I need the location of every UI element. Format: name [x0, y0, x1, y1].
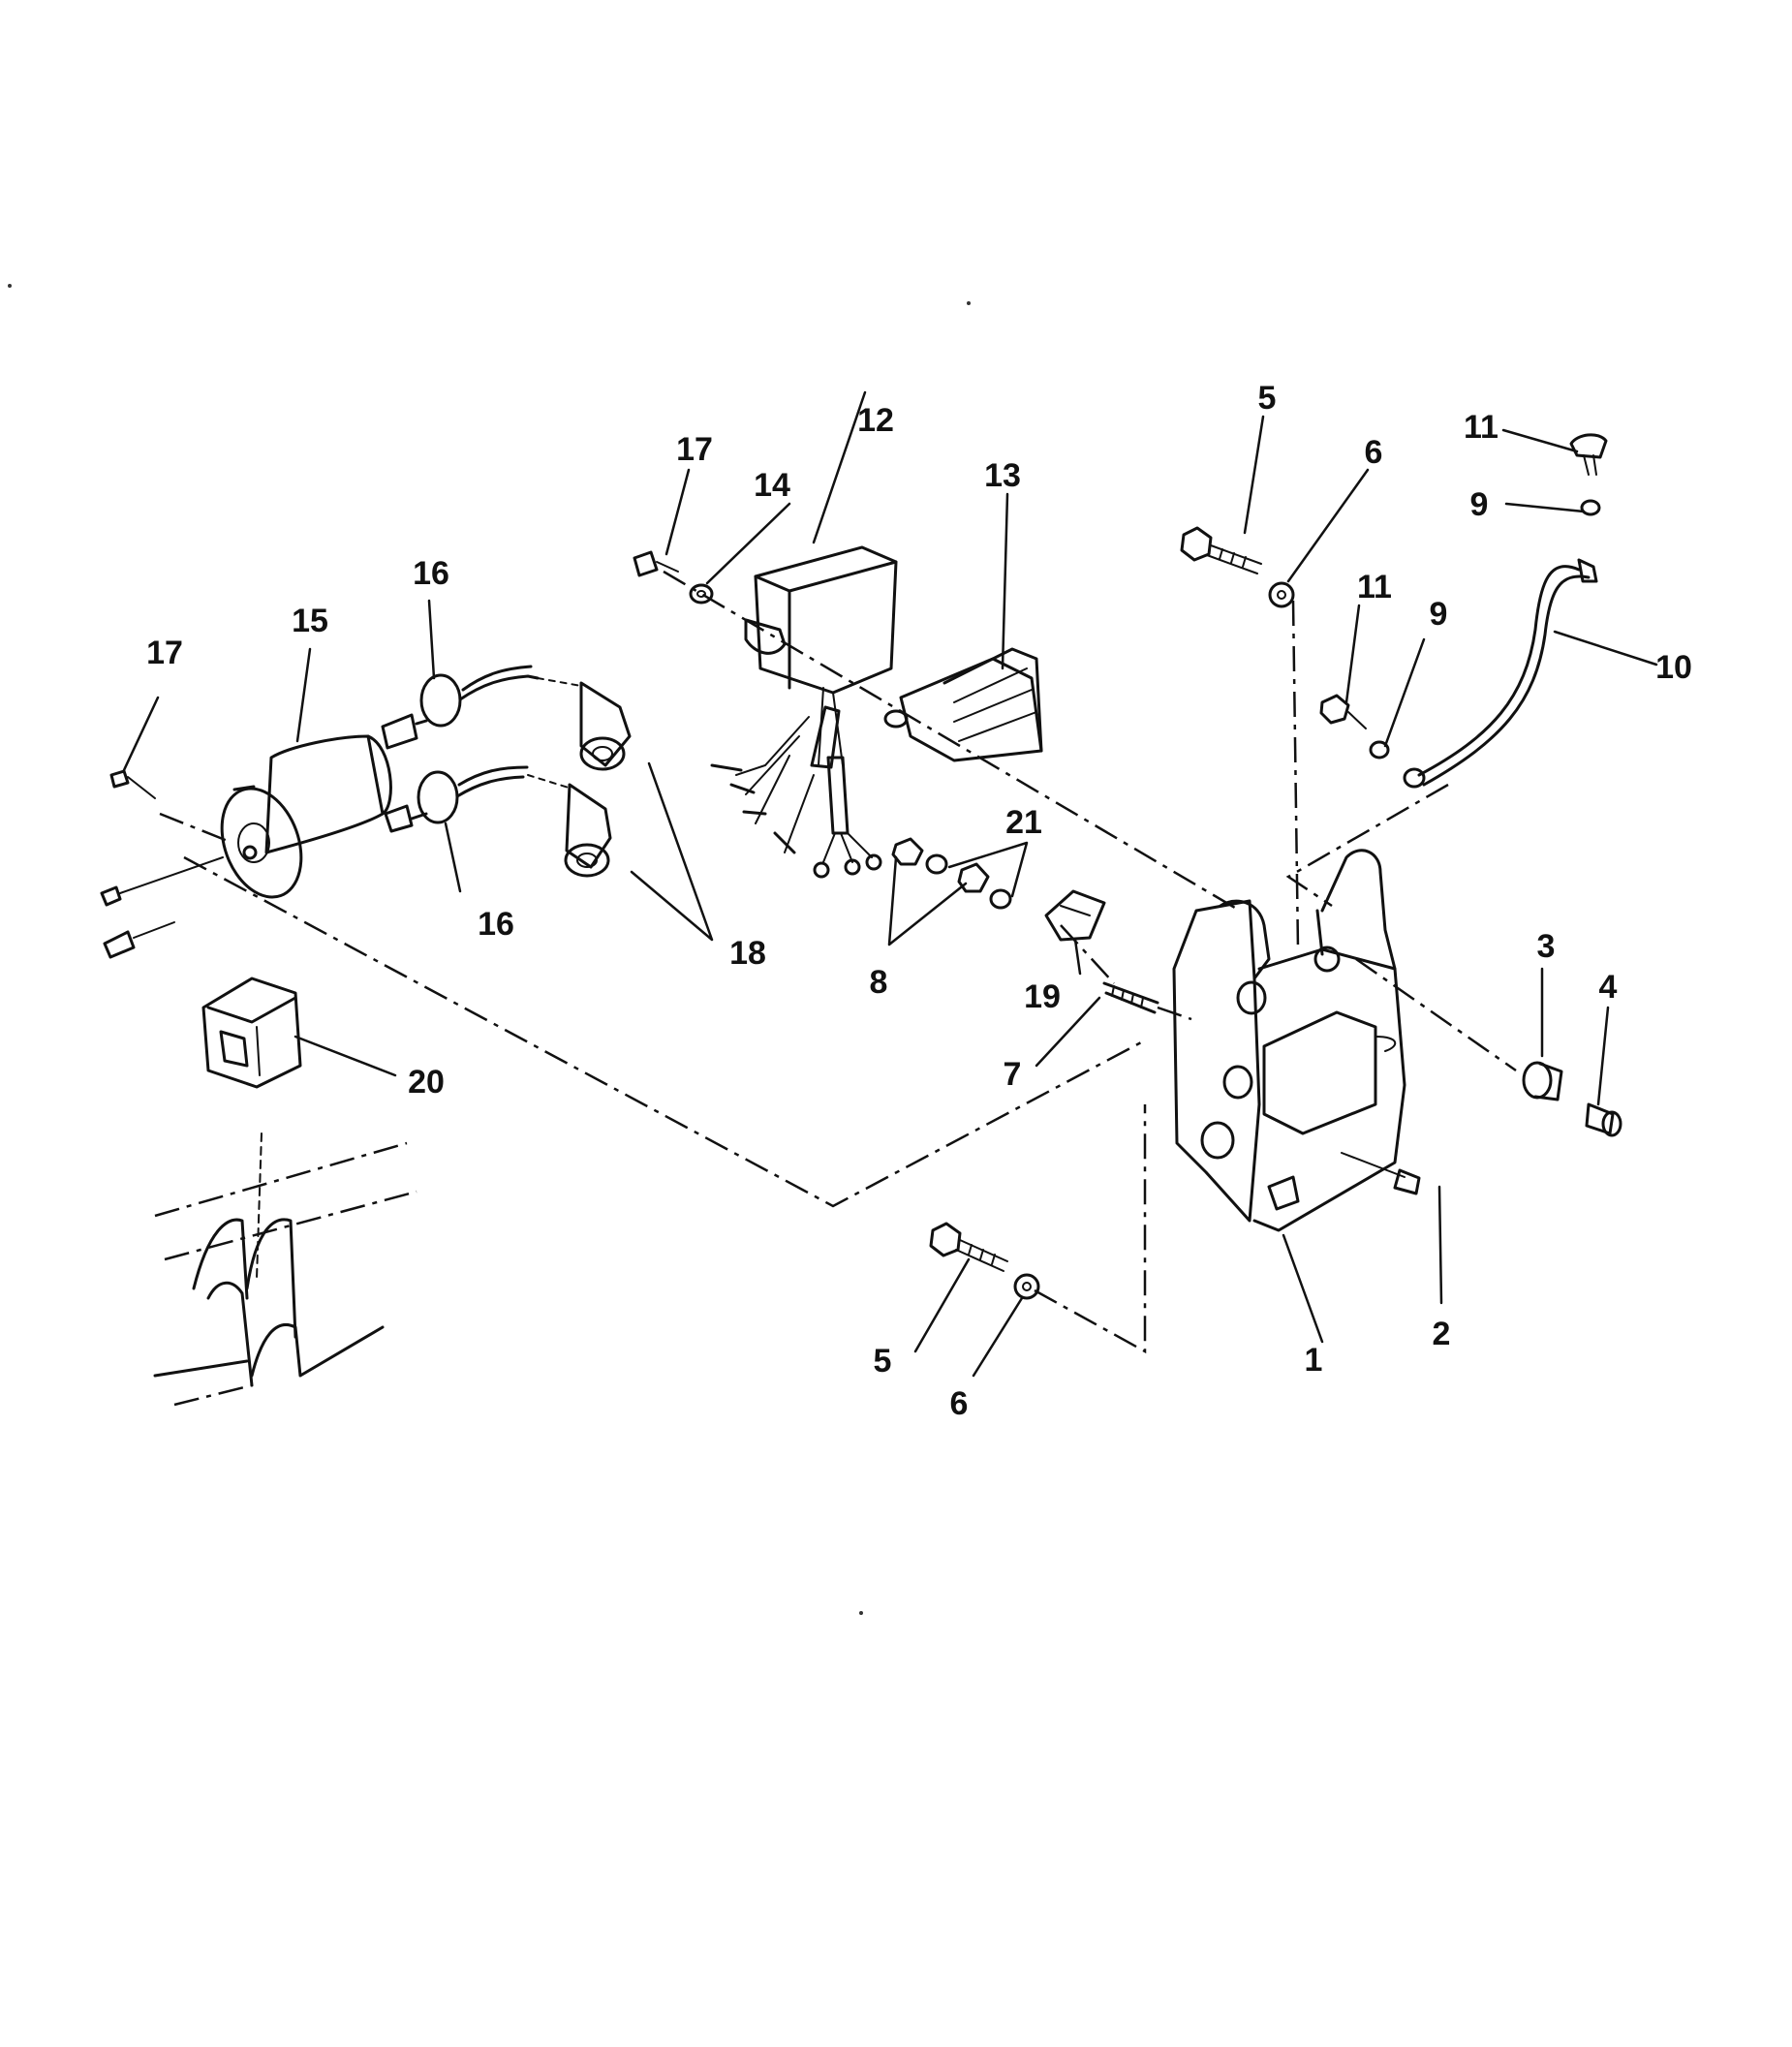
scan-speck [967, 301, 971, 305]
callout-9-upper: 9 [1470, 486, 1489, 523]
high-tension-leads [410, 665, 632, 878]
coil-terminal-screws [100, 856, 224, 959]
callout-16-lower: 16 [478, 906, 514, 943]
callout-5-upper: 5 [1258, 380, 1277, 417]
ignition-bracket [1172, 849, 1406, 1232]
bolt-upper [1180, 526, 1262, 574]
callout-15: 15 [292, 603, 328, 639]
bushing [1585, 1102, 1622, 1137]
bolt-lower [929, 1222, 1008, 1272]
leader-lines [122, 390, 1658, 1378]
callout-1: 1 [1305, 1342, 1323, 1379]
screw-bracket [1341, 1152, 1421, 1195]
scan-speck [8, 284, 12, 288]
clamp [1044, 889, 1106, 942]
stud [1102, 981, 1159, 1014]
rectifier [883, 647, 1043, 762]
mounting-surface [153, 1132, 417, 1407]
grommet [1522, 1061, 1563, 1101]
callout-18: 18 [729, 935, 766, 972]
callout-21: 21 [1005, 804, 1042, 841]
callout-2: 2 [1433, 1316, 1451, 1352]
callout-6-lower: 6 [950, 1385, 969, 1422]
retainer [201, 977, 302, 1089]
washer-upper [1268, 581, 1295, 608]
switch-box-fasteners [633, 550, 714, 605]
callout-17-left: 17 [146, 635, 183, 671]
callout-5-lower: 5 [874, 1343, 892, 1380]
callout-6-upper: 6 [1365, 434, 1383, 471]
nuts-and-washers [891, 837, 1012, 910]
callout-19: 19 [1024, 978, 1061, 1015]
callout-17-upper: 17 [676, 431, 713, 468]
switch-box [710, 545, 898, 879]
callout-3: 3 [1537, 928, 1556, 965]
callout-11-upper: 11 [1464, 409, 1498, 446]
callout-16-upper: 16 [413, 555, 449, 592]
ignition-coil [220, 713, 418, 899]
callout-10: 10 [1655, 649, 1692, 686]
washer-lower [1013, 1273, 1040, 1300]
ground-lead [1319, 433, 1608, 789]
screw-left [109, 769, 156, 799]
callout-13: 13 [984, 457, 1021, 494]
callout-4: 4 [1599, 969, 1618, 1006]
callout-11-lower: 11 [1357, 569, 1392, 605]
callout-9-lower: 9 [1430, 596, 1448, 633]
scan-speck [859, 1611, 863, 1615]
callout-20: 20 [408, 1064, 445, 1101]
assembly-lines [159, 570, 1517, 1354]
callout-8: 8 [870, 964, 888, 1001]
callout-14: 14 [754, 467, 790, 504]
callout-12: 12 [857, 402, 894, 439]
callout-7: 7 [1004, 1056, 1022, 1093]
